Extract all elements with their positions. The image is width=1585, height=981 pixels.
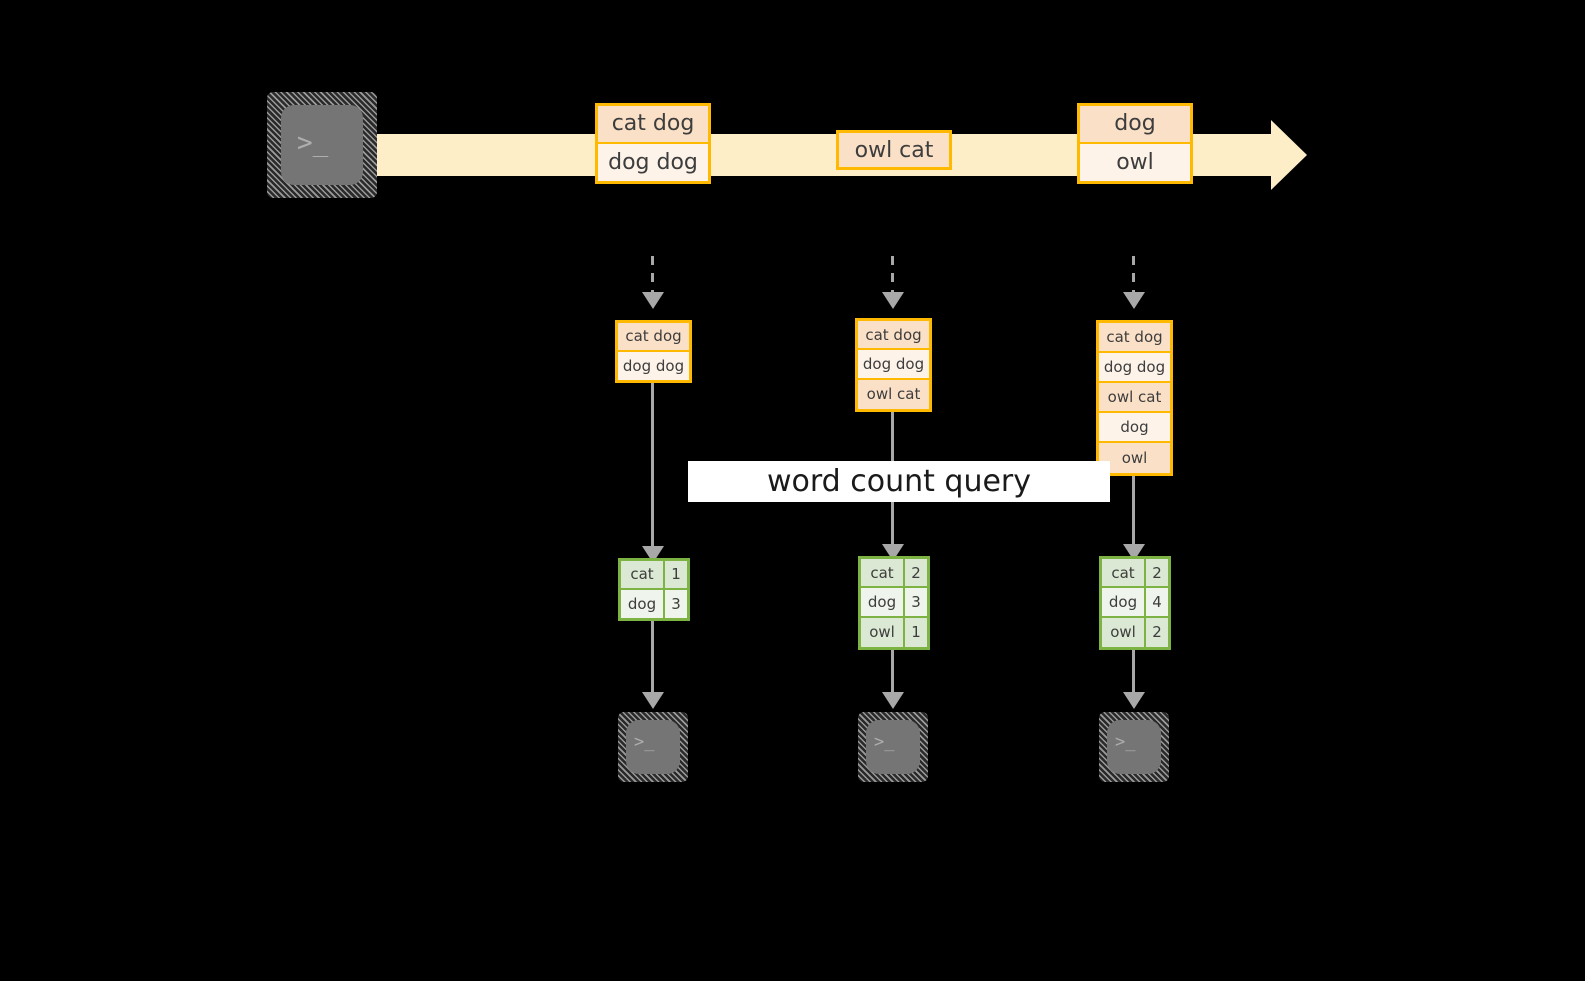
result-table[interactable]: cat 1 dog 3	[618, 558, 690, 621]
stream-record-line: dog dog	[598, 143, 708, 181]
result-row: cat 2	[1102, 559, 1168, 589]
terminal-prompt-icon: >_	[634, 732, 655, 752]
stream-record[interactable]: owl cat	[836, 130, 952, 170]
output-arrowhead	[642, 692, 664, 709]
result-word: cat	[861, 559, 905, 587]
output-line	[1132, 650, 1135, 694]
stream-record-line: owl cat	[839, 133, 949, 167]
result-word: cat	[621, 561, 665, 588]
stream-record[interactable]: cat dog dog dog	[595, 103, 711, 184]
snapshot-trigger-line	[891, 256, 894, 294]
result-word: owl	[1102, 617, 1146, 647]
snapshot-row: cat dog	[618, 323, 689, 352]
snapshot-row: cat dog	[1099, 323, 1170, 353]
snapshot-row: owl	[1099, 443, 1170, 473]
stream-record-line: owl	[1080, 143, 1190, 181]
sink-terminal[interactable]: >_	[618, 712, 688, 782]
query-label: word count query	[688, 461, 1110, 502]
stream-arrow-head	[1271, 120, 1307, 190]
result-word: cat	[1102, 559, 1146, 587]
result-table[interactable]: cat 2 dog 3 owl 1	[858, 556, 930, 650]
stream-record-line: dog	[1080, 106, 1190, 144]
result-count: 2	[905, 559, 927, 587]
output-arrowhead	[882, 692, 904, 709]
source-terminal[interactable]: >_	[267, 92, 377, 198]
result-row: owl 1	[861, 617, 927, 647]
query-line	[1132, 476, 1135, 548]
result-row: cat 2	[861, 559, 927, 589]
sink-terminal[interactable]: >_	[1099, 712, 1169, 782]
result-word: dog	[1102, 588, 1146, 616]
snapshot-table[interactable]: cat dog dog dog	[615, 320, 692, 383]
snapshot-table[interactable]: cat dog dog dog owl cat dog owl	[1096, 320, 1173, 476]
result-row: dog 4	[1102, 588, 1168, 618]
result-count: 3	[665, 589, 687, 618]
terminal-prompt-icon: >_	[1115, 732, 1136, 752]
snapshot-row: dog dog	[1099, 353, 1170, 383]
terminal-body	[626, 720, 680, 774]
result-count: 3	[905, 588, 927, 616]
result-word: dog	[621, 589, 665, 618]
output-line	[651, 621, 654, 694]
snapshot-row: cat dog	[858, 321, 929, 351]
stream-record[interactable]: dog owl	[1077, 103, 1193, 184]
result-count: 2	[1146, 617, 1168, 647]
result-word: dog	[861, 588, 905, 616]
result-row: cat 1	[621, 561, 687, 590]
snapshot-row: owl cat	[1099, 383, 1170, 413]
snapshot-trigger-arrowhead	[1123, 292, 1145, 309]
result-table[interactable]: cat 2 dog 4 owl 2	[1099, 556, 1171, 650]
terminal-prompt-icon: >_	[297, 128, 329, 158]
snapshot-table[interactable]: cat dog dog dog owl cat	[855, 318, 932, 412]
stream-record-line: cat dog	[598, 106, 708, 144]
snapshot-row: owl cat	[858, 379, 929, 409]
terminal-body	[866, 720, 920, 774]
output-arrowhead	[1123, 692, 1145, 709]
result-row: dog 3	[861, 588, 927, 618]
snapshot-row: dog dog	[618, 351, 689, 380]
terminal-prompt-icon: >_	[874, 732, 895, 752]
result-count: 2	[1146, 559, 1168, 587]
snapshot-trigger-arrowhead	[882, 292, 904, 309]
terminal-body	[281, 105, 363, 185]
sink-terminal[interactable]: >_	[858, 712, 928, 782]
snapshot-trigger-line	[651, 256, 654, 294]
result-row: dog 3	[621, 589, 687, 618]
result-count: 1	[665, 561, 687, 588]
terminal-body	[1107, 720, 1161, 774]
snapshot-trigger-arrowhead	[642, 292, 664, 309]
snapshot-row: dog	[1099, 413, 1170, 443]
output-line	[891, 650, 894, 694]
result-row: owl 2	[1102, 617, 1168, 647]
snapshot-trigger-line	[1132, 256, 1135, 294]
query-line	[651, 383, 654, 548]
snapshot-row: dog dog	[858, 350, 929, 380]
result-count: 4	[1146, 588, 1168, 616]
result-count: 1	[905, 617, 927, 647]
result-word: owl	[861, 617, 905, 647]
